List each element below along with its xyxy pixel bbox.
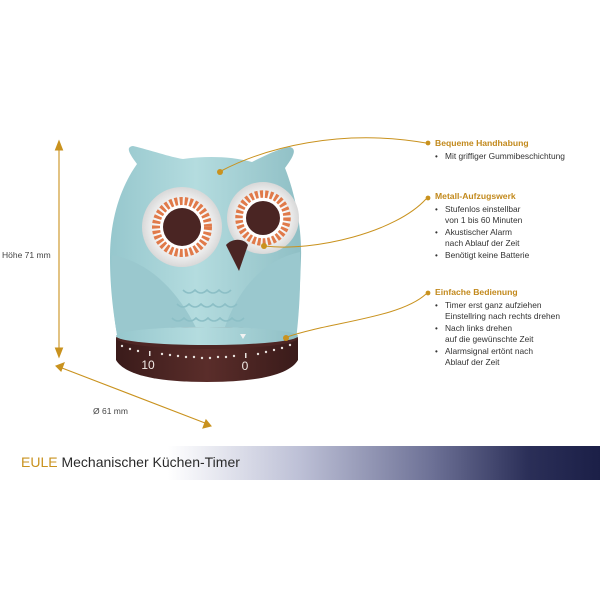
bullet-icon: • xyxy=(435,205,438,214)
feature-operation: Einfache Bedienung • Timer erst ganz auf… xyxy=(424,287,594,369)
feature-mechanism: Metall-Aufzugswerk • Stufenlos einstellb… xyxy=(424,191,594,262)
left-eye xyxy=(142,187,222,267)
height-label: Höhe 71 mm xyxy=(2,250,51,260)
dial-pointer-mark xyxy=(240,334,246,339)
feature-list: • Timer erst ganz aufziehen Einstellring… xyxy=(424,300,594,368)
product-title: EULE Mechanischer Küchen-Timer xyxy=(21,454,240,470)
list-item: • Alarmsignal ertönt nach Ablauf der Zei… xyxy=(435,346,533,367)
timer-dial: 10 0 xyxy=(116,327,298,382)
list-item: • Timer erst ganz aufziehen Einstellring… xyxy=(435,300,560,321)
dial-number-10: 10 xyxy=(141,358,155,372)
feature-list: • Stufenlos einstellbar von 1 bis 60 Min… xyxy=(424,204,594,261)
bullet-icon: • xyxy=(435,347,438,356)
bullet-icon: • xyxy=(435,152,438,161)
feature-handling: Bequeme Handhabung • Mit griffiger Gummi… xyxy=(424,138,594,163)
bullet-icon: • xyxy=(435,301,438,310)
beak xyxy=(226,239,248,271)
list-item: • Akustischer Alarm nach Ablauf der Zeit xyxy=(435,227,520,248)
product-subtitle: Mechanischer Küchen-Timer xyxy=(61,454,240,470)
list-item: • Benötigt keine Batterie xyxy=(435,250,530,260)
list-item: • Nach links drehen auf die gewünschte Z… xyxy=(435,323,534,344)
diameter-dimension-arrow xyxy=(55,362,212,429)
callout-lines xyxy=(220,137,427,338)
product-brand: EULE xyxy=(21,454,58,470)
bullet-icon: • xyxy=(435,251,438,260)
bullet-icon: • xyxy=(435,324,438,333)
right-eye xyxy=(227,182,299,254)
diameter-label: Ø 61 mm xyxy=(93,406,128,416)
height-dimension-arrow xyxy=(54,139,64,359)
dial-number-0: 0 xyxy=(242,359,249,373)
title-banner: EULE Mechanischer Küchen-Timer xyxy=(0,446,600,480)
bullet-icon: • xyxy=(435,228,438,237)
feature-list: • Mit griffiger Gummibeschichtung xyxy=(424,151,594,162)
dial-tick-marks xyxy=(120,343,292,360)
feature-title: Einfache Bedienung xyxy=(435,287,518,297)
feature-title: Bequeme Handhabung xyxy=(435,138,529,148)
feature-title: Metall-Aufzugswerk xyxy=(435,191,516,201)
callout-dots xyxy=(217,140,431,341)
list-item: • Mit griffiger Gummibeschichtung xyxy=(435,151,565,161)
list-item: • Stufenlos einstellbar von 1 bis 60 Min… xyxy=(435,204,523,225)
